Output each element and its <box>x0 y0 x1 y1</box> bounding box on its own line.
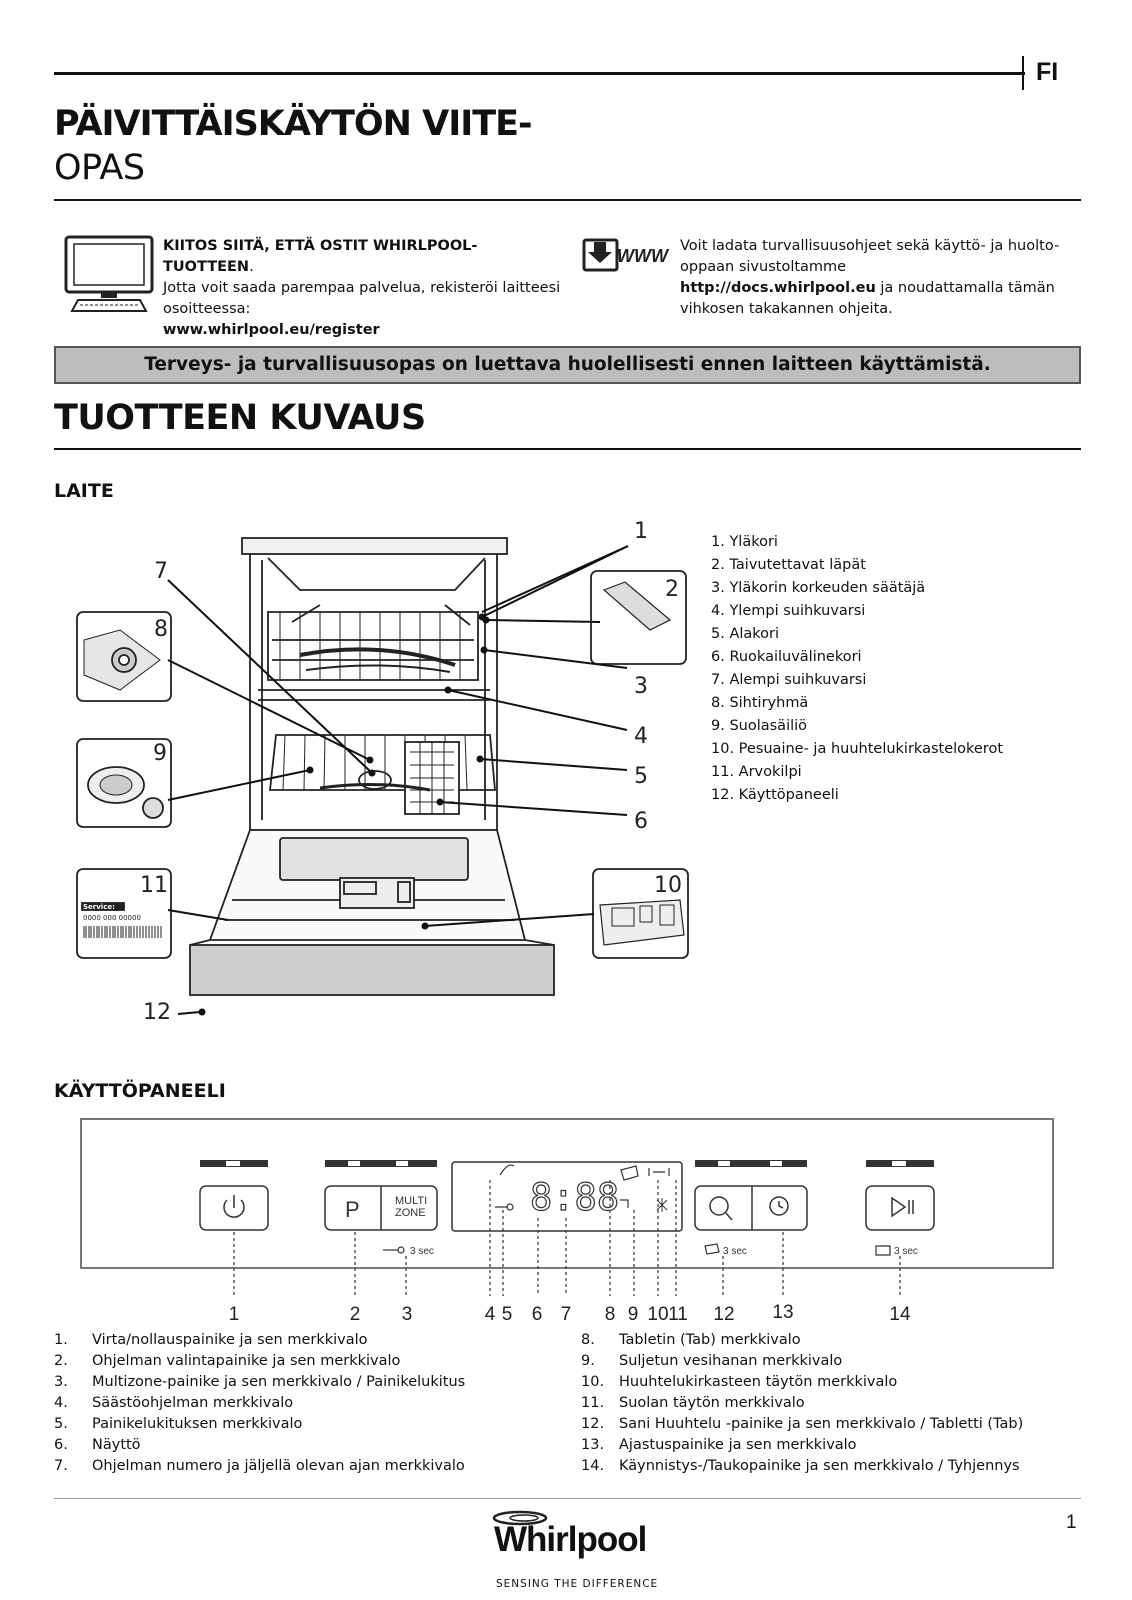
list-item: 3. Yläkorin korkeuden säätäjä <box>711 580 926 596</box>
panel-legend-right: 8.Tabletin (Tab) merkkivalo 9.Suljetun v… <box>581 1330 1023 1477</box>
section-title: TUOTTEEN KUVAUS <box>54 398 426 438</box>
callout-5: 5 <box>634 764 648 789</box>
list-item: 6. Ruokailuvälinekori <box>711 649 862 665</box>
panel-callout-9: 9 <box>628 1304 639 1325</box>
panel-callout-2: 2 <box>350 1304 361 1325</box>
page-number: 1 <box>1066 1512 1077 1533</box>
control-panel-frame <box>80 1118 1054 1269</box>
list-item: 5.Painikelukituksen merkkivalo <box>54 1416 303 1432</box>
panel-callout-13: 13 <box>772 1302 793 1323</box>
panel-callout-10: 10 <box>647 1304 668 1325</box>
panel-callout-7: 7 <box>561 1304 572 1325</box>
list-item: 3.Multizone-painike ja sen merkkivalo / … <box>54 1374 466 1390</box>
callout-12: 12 <box>143 1000 171 1025</box>
list-item: 5. Alakori <box>711 626 780 642</box>
panel-callout-12: 12 <box>713 1304 734 1325</box>
safety-warning-banner: Terveys- ja turvallisuusopas on luettava… <box>54 346 1081 384</box>
list-item: 13.Ajastuspainike ja sen merkkivalo <box>581 1437 857 1453</box>
title-rule <box>54 199 1081 201</box>
header-rule <box>54 72 1025 75</box>
callout-9: 9 <box>153 741 167 766</box>
list-item: 8.Tabletin (Tab) merkkivalo <box>581 1332 801 1348</box>
list-item: 10. Pesuaine- ja huuhtelukirkastelokerot <box>711 741 1004 757</box>
callout-4: 4 <box>634 724 648 749</box>
register-text: KIITOS SIITÄ, ETTÄ OSTIT WHIRLPOOL-TUOTT… <box>163 238 561 338</box>
callout-3: 3 <box>634 674 648 699</box>
list-item: 4.Säästöohjelman merkkivalo <box>54 1395 294 1411</box>
list-item: 14.Käynnistys-/Taukopainike ja sen merkk… <box>581 1458 1020 1474</box>
section-rule <box>54 448 1081 450</box>
list-item: 6.Näyttö <box>54 1437 141 1453</box>
brand-logo: Whirlpool <box>494 1520 647 1559</box>
list-item: 10.Huuhtelukirkasteen täytön merkkivalo <box>581 1374 898 1390</box>
rating-plate-code: 0000 000 00000 <box>83 914 141 922</box>
callout-7: 7 <box>154 559 168 584</box>
callout-2: 2 <box>665 577 679 602</box>
list-item: 1.Virta/nollauspainike ja sen merkkivalo <box>54 1332 368 1348</box>
panel-callout-8: 8 <box>605 1304 616 1325</box>
panel-callout-1: 1 <box>229 1304 240 1325</box>
register-body: Jotta voit saada parempaa palvelua, reki… <box>163 280 561 317</box>
www-label: WWW <box>617 246 670 266</box>
callout-1: 1 <box>634 519 648 544</box>
list-item: 2.Ohjelman valintapainike ja sen merkkiv… <box>54 1353 401 1369</box>
docs-text: Voit ladata turvallisuusohjeet sekä käyt… <box>680 238 1060 317</box>
list-item: 12.Sani Huuhtelu -painike ja sen merkkiv… <box>581 1416 1024 1432</box>
page-title-line1: PÄIVITTÄISKÄYTÖN VIITE- <box>54 104 533 144</box>
list-item: 12. Käyttöpaneeli <box>711 787 839 803</box>
brand-tagline: SENSING THE DIFFERENCE <box>496 1578 659 1590</box>
appliance-heading: LAITE <box>54 480 114 502</box>
callout-10: 10 <box>654 873 682 898</box>
panel-callout-5: 5 <box>502 1304 513 1325</box>
callout-11: 11 <box>140 873 168 898</box>
list-item: 4. Ylempi suihkuvarsi <box>711 603 866 619</box>
list-item: 11.Suolan täytön merkkivalo <box>581 1395 805 1411</box>
language-code: FI <box>1036 58 1059 86</box>
callout-6: 6 <box>634 809 648 834</box>
panel-callout-11: 11 <box>668 1304 688 1325</box>
docs-url[interactable]: http://docs.whirlpool.eu <box>680 280 876 296</box>
list-item: 2. Taivutettavat läpät <box>711 557 866 573</box>
panel-legend-left: 1.Virta/nollauspainike ja sen merkkivalo… <box>54 1330 465 1477</box>
panel-callout-6: 6 <box>532 1304 543 1325</box>
list-item: 1. Yläkori <box>711 534 778 550</box>
list-item: 8. Sihtiryhmä <box>711 695 809 711</box>
list-item: 9.Suljetun vesihanan merkkivalo <box>581 1353 843 1369</box>
panel-callout-4: 4 <box>485 1304 496 1325</box>
callout-8: 8 <box>154 617 168 642</box>
rating-plate-label: Service: <box>83 903 115 911</box>
footer-rule <box>54 1498 1081 1499</box>
list-item: 9. Suolasäiliö <box>711 718 808 734</box>
list-item: 11. Arvokilpi <box>711 764 802 780</box>
register-heading: KIITOS SIITÄ, ETTÄ OSTIT WHIRLPOOL-TUOTT… <box>163 238 478 275</box>
header-rule-tick <box>1022 56 1024 90</box>
panel-callout-14: 14 <box>889 1304 911 1325</box>
parts-list: 1. Yläkori 2. Taivutettavat läpät 3. Ylä… <box>711 531 1003 807</box>
list-item: 7. Alempi suihkuvarsi <box>711 672 867 688</box>
control-panel-heading: KÄYTTÖPANEELI <box>54 1080 226 1102</box>
page-title-line2: OPAS <box>54 148 145 188</box>
list-item: 7.Ohjelman numero ja jäljellä olevan aja… <box>54 1458 465 1474</box>
panel-callout-3: 3 <box>402 1304 413 1325</box>
register-url[interactable]: www.whirlpool.eu/register <box>163 322 380 338</box>
